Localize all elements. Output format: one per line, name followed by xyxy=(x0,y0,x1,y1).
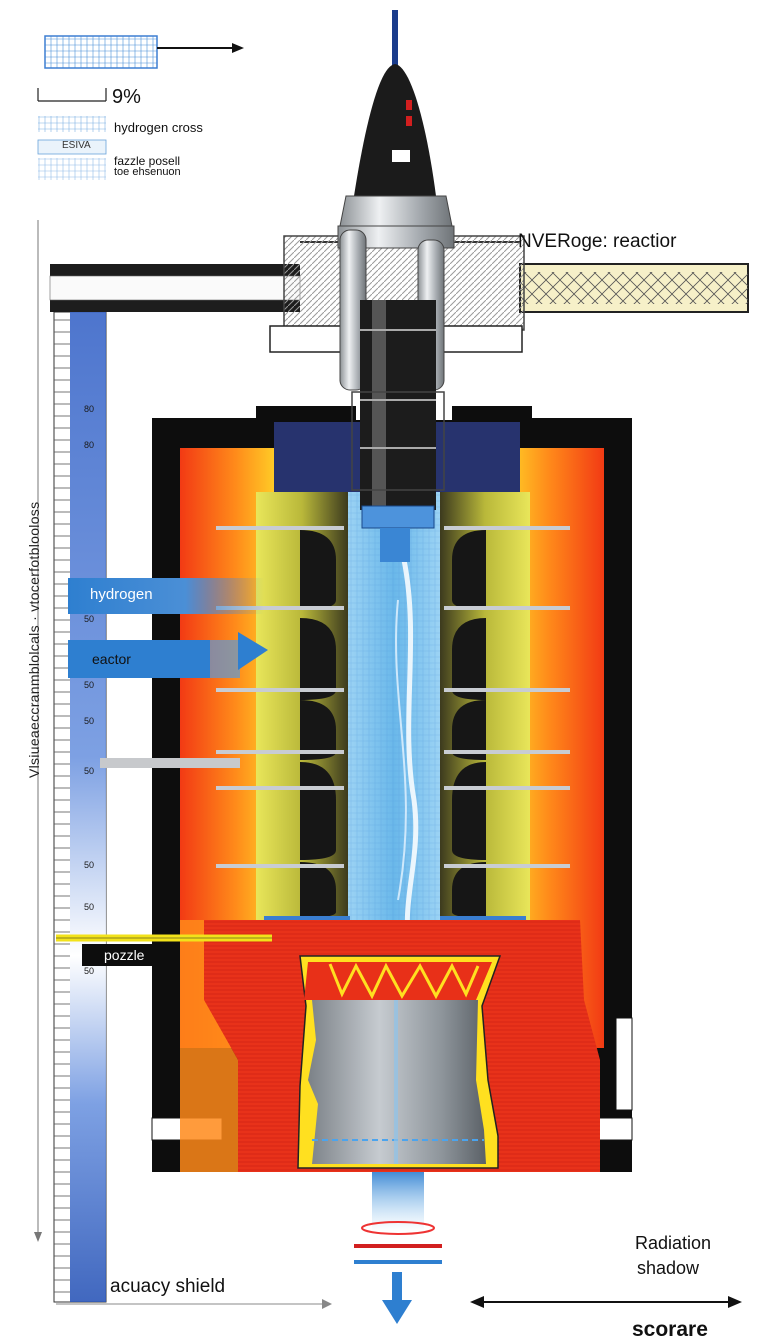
legend-hydrogen-cross: hydrogen cross xyxy=(114,120,203,135)
reactor-label: NVERoge: reactior xyxy=(518,231,677,252)
scale-tick-label: 50 xyxy=(84,680,95,690)
collar-left xyxy=(274,422,372,492)
scale-tick-label: 80 xyxy=(84,404,95,414)
vertical-annotation: Vlsiueaeccranmblolcals · vtocerfotbloolo… xyxy=(26,501,42,778)
shield-label: acuacy shield xyxy=(110,1276,226,1297)
arrow-right-icon xyxy=(232,43,244,53)
feed-pipes xyxy=(49,241,749,313)
injector-assembly xyxy=(337,10,455,562)
nozzle-section xyxy=(180,920,600,1172)
scale-tick-label: 50 xyxy=(84,860,95,870)
radiation-label-2: shadow xyxy=(637,1258,700,1278)
arrow-right-icon xyxy=(728,1296,742,1308)
reaction-chamber xyxy=(216,492,570,951)
scale-tick-label: 50 xyxy=(84,614,95,624)
radiation-label-1: Radiation xyxy=(635,1233,712,1253)
arrow-down-icon xyxy=(382,1300,412,1324)
eactor-arrow-body xyxy=(68,640,210,678)
hydrogen-arrow xyxy=(68,578,264,614)
arrow-left-icon xyxy=(470,1296,484,1308)
pozzle-label: pozzle xyxy=(82,944,180,966)
left-scale xyxy=(34,220,332,1309)
legend-esiva: ESIVA xyxy=(62,140,91,151)
inlet-arrows xyxy=(68,578,268,768)
exhaust xyxy=(354,1172,742,1324)
arrow-right-icon xyxy=(238,632,268,670)
scale-tick-label: 50 xyxy=(84,902,95,912)
eactor-label: eactor xyxy=(92,651,131,667)
legend-fazzle: fazzle posell xyxy=(114,154,181,168)
legend-swatch-bar xyxy=(44,35,158,69)
scorare-label: scorare xyxy=(632,1318,708,1341)
scale-tick-label: 50 xyxy=(84,716,95,726)
legend-swatch-fazzle xyxy=(38,158,106,180)
hydrogen-label: hydrogen xyxy=(90,586,153,603)
scale-tick-label: 80 xyxy=(84,440,95,450)
legend-swatch-hydrogen xyxy=(38,116,106,132)
legend-percent: 9% xyxy=(112,86,141,108)
legend-toe: toe ehsenuon xyxy=(114,166,181,178)
scale-tick-label: 50 xyxy=(84,766,95,776)
scale-tick-label: 50 xyxy=(84,966,95,976)
legend xyxy=(37,35,244,180)
